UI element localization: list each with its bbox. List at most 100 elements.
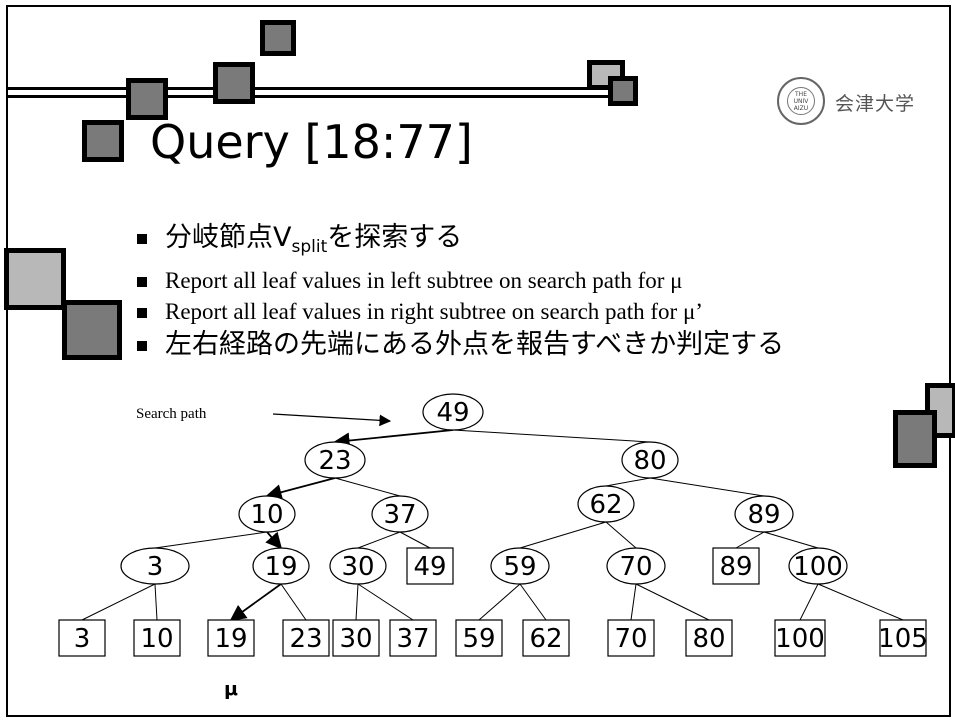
node-label: 70: [614, 624, 647, 654]
leaf-node: 62: [522, 619, 570, 657]
leaf-box: [607, 619, 655, 657]
node-ellipse: [304, 441, 366, 479]
tree-edge: [478, 583, 521, 621]
node-ellipse: [621, 441, 679, 479]
leaf-box: [522, 619, 570, 657]
bullet-item: 左右経路の先端にある外点を報告すべきか判定する: [137, 327, 784, 363]
search-path-edge: [265, 531, 283, 550]
node-label: 100: [775, 624, 825, 654]
bullet-text: Report all leaf values in right subtree …: [165, 299, 703, 324]
tree-edge: [355, 583, 359, 621]
leaf-box: [685, 619, 733, 657]
node-ellipse: [490, 547, 550, 585]
bullet-item: Report all leaf values in left subtree o…: [137, 265, 784, 296]
node-label: 62: [529, 624, 562, 654]
decor-square: [213, 62, 255, 104]
node-label: 70: [619, 552, 652, 582]
node-label: 100: [793, 552, 843, 582]
leaf-box: [389, 619, 437, 657]
node-ellipse: [577, 485, 635, 523]
tree-edge: [357, 583, 414, 621]
decor-square: [608, 76, 638, 106]
leaf-box: [282, 619, 330, 657]
tree-edge: [280, 583, 307, 621]
internal-node: 70: [606, 547, 666, 585]
leaf-node: 80: [685, 619, 733, 657]
bullet-square-icon: [137, 308, 147, 318]
tree-edge: [649, 477, 765, 497]
search-path-edge: [229, 583, 282, 621]
leaf-box: [406, 547, 454, 585]
internal-node: 19: [252, 547, 310, 585]
node-label: 19: [264, 552, 297, 582]
tree-edge: [452, 429, 651, 443]
tree-edge: [154, 531, 268, 549]
leaf-node: 49: [406, 547, 454, 585]
decor-square: [82, 120, 124, 162]
header-line-top: [6, 87, 638, 90]
tree-edge: [630, 583, 637, 621]
node-label: 37: [383, 500, 416, 530]
leaf-box: [207, 619, 255, 657]
bullet-text-suffix: を探索する: [327, 222, 463, 253]
leaf-node: 30: [332, 619, 380, 657]
node-ellipse: [120, 547, 190, 585]
tree-edge: [81, 583, 156, 621]
leaf-box: [332, 619, 380, 657]
leaf-node: 3: [58, 619, 106, 657]
leaf-box: [133, 619, 181, 657]
node-label: 23: [289, 624, 322, 654]
node-ellipse: [329, 547, 387, 585]
bullet-square-icon: [137, 341, 147, 351]
internal-node: 49: [422, 393, 484, 431]
node-ellipse: [788, 547, 848, 585]
internal-node: 10: [238, 495, 296, 533]
bullet-square-icon: [137, 234, 147, 244]
internal-node: 100: [788, 547, 848, 585]
node-label: 10: [250, 500, 283, 530]
node-ellipse: [422, 393, 484, 431]
node-ellipse: [734, 495, 794, 533]
tree-edge: [519, 583, 547, 621]
bullet-item: Report all leaf values in right subtree …: [137, 296, 784, 327]
internal-node: 30: [329, 547, 387, 585]
decor-square: [587, 60, 625, 90]
slide-title: Query [18:77]: [150, 115, 473, 169]
leaf-node: 59: [455, 619, 503, 657]
leaf-node: 100: [774, 619, 826, 657]
leaf-node: 23: [282, 619, 330, 657]
node-label: 89: [719, 552, 752, 582]
leaf-box: [58, 619, 106, 657]
tree-edge: [357, 531, 401, 549]
bullet-text: 左右経路の先端にある外点を報告すべきか判定する: [165, 329, 785, 360]
decor-square: [893, 410, 937, 468]
tree-edge: [799, 583, 819, 621]
leaf-node: 10: [133, 619, 181, 657]
node-ellipse: [371, 495, 429, 533]
tree-edge: [763, 531, 819, 549]
internal-node: 23: [304, 441, 366, 479]
bullet-text: Report all leaf values in left subtree o…: [165, 268, 683, 293]
node-label: 59: [503, 552, 536, 582]
header-line-bottom: [6, 95, 638, 98]
tree-edge: [334, 477, 401, 497]
search-path-edge: [333, 429, 454, 449]
decor-square: [260, 20, 296, 56]
tree-edge: [735, 531, 765, 549]
logo-text: 会津大学: [835, 93, 916, 115]
node-label: 59: [462, 624, 495, 654]
tree-edge: [519, 521, 607, 549]
node-label: 23: [318, 446, 351, 476]
node-label: 80: [692, 624, 725, 654]
tree-edge: [154, 583, 158, 621]
node-ellipse: [252, 547, 310, 585]
bullet-text-prefix: 分岐節点V: [165, 222, 292, 253]
internal-node: 62: [577, 485, 635, 523]
tree-edges: [81, 429, 904, 621]
node-label: 37: [396, 624, 429, 654]
internal-node: 3: [120, 547, 190, 585]
